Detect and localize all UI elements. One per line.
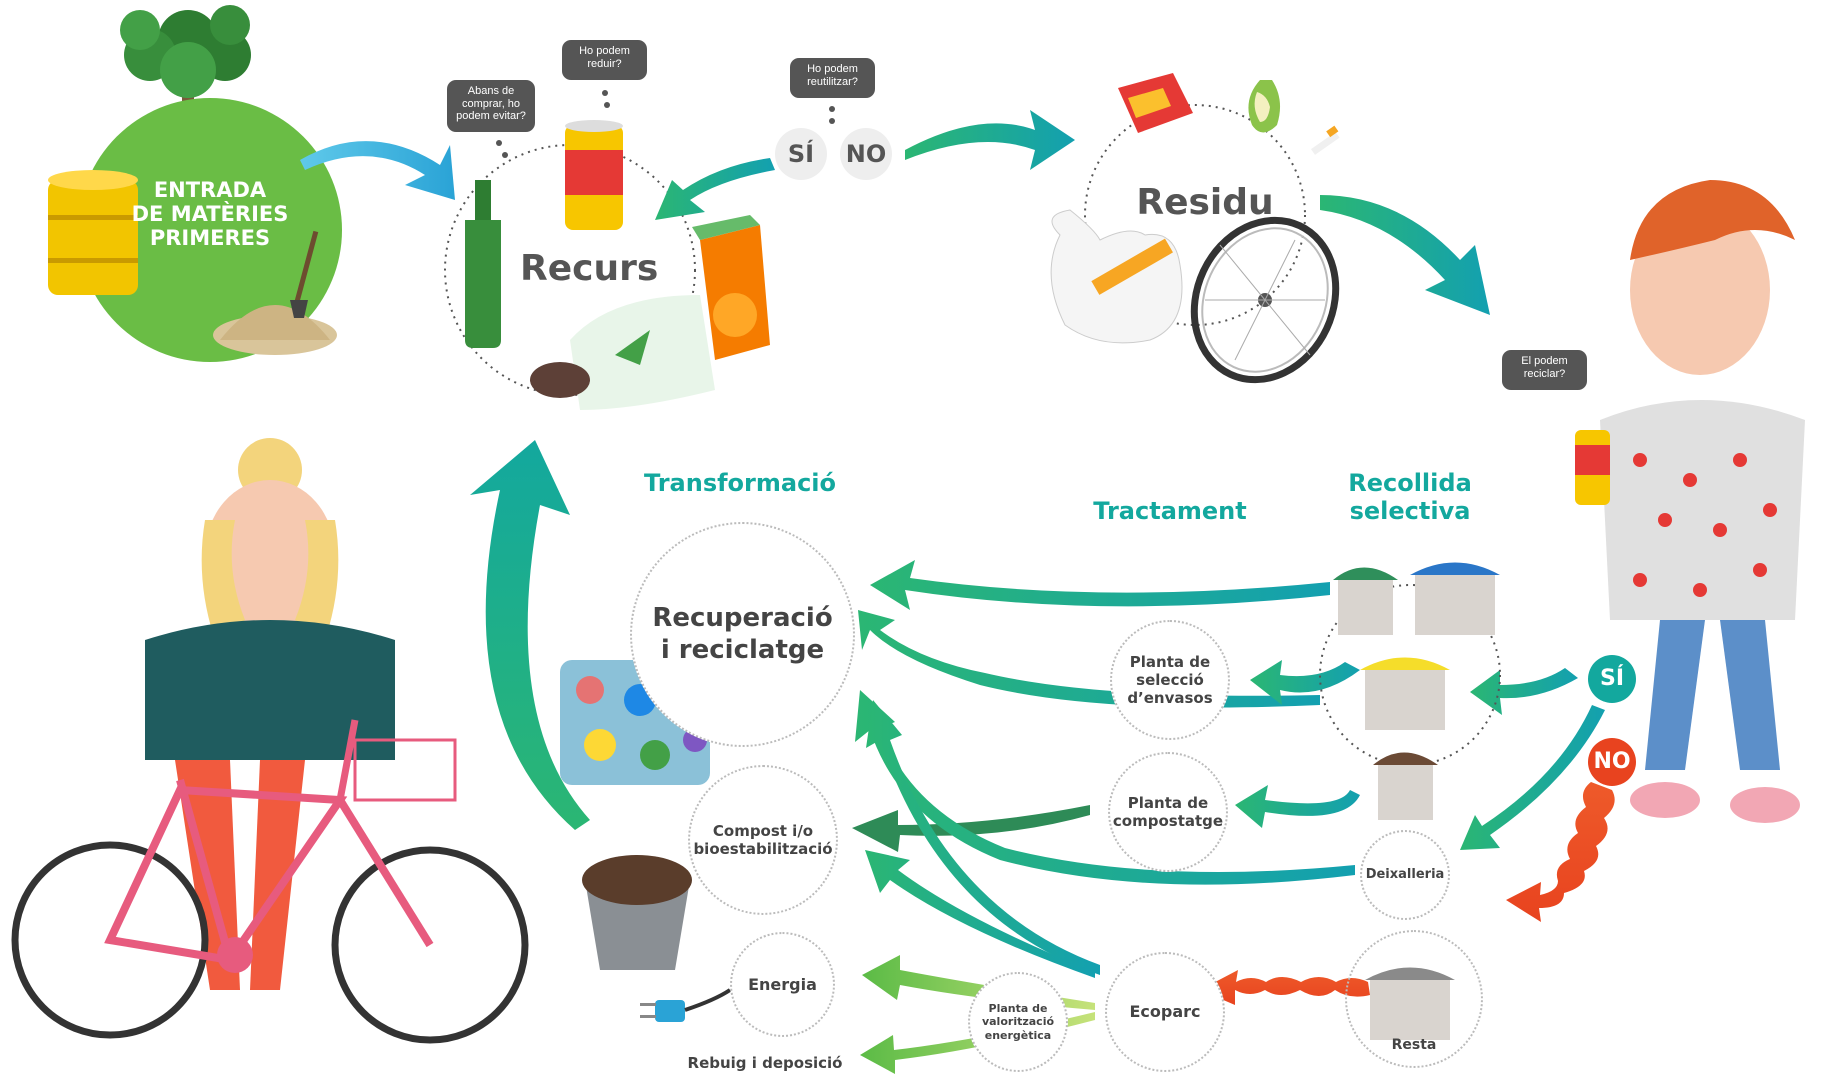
raw-materials-line1: ENTRADA [153, 178, 267, 202]
glass-bottle-icon [465, 180, 501, 348]
compost-pot-icon [582, 855, 692, 970]
node-resta: Resta [1345, 930, 1483, 1068]
node-planta-valoritzacio-line3: energètica [984, 1028, 1052, 1042]
node-planta-compost-line1: Planta de [1127, 794, 1209, 812]
recurs-items [465, 120, 770, 410]
bubble-recycle-line2: reciclar? [1523, 367, 1566, 380]
node-planta-valoritzacio-line1: Planta de [988, 1002, 1048, 1016]
arrow-si-to-deixalleria [1460, 705, 1605, 850]
recurs-title: Recurs [520, 248, 659, 289]
node-ecoparc: Ecoparc [1105, 952, 1225, 1072]
arrow-raw-to-recurs [300, 141, 455, 200]
node-energia: Energia [730, 932, 835, 1037]
raw-materials-line2: DE MATÈRIES [131, 202, 289, 227]
bubble-avoid-line3: podem evitar? [456, 110, 526, 123]
cola-can-icon [565, 120, 623, 230]
node-compost-line2: bioestabilització [693, 840, 833, 858]
bubble-dot [829, 118, 835, 124]
node-planta-envasos-line3: d’envasos [1127, 689, 1213, 707]
section-recollida-line2: selectiva [1349, 496, 1471, 525]
brown-bin-icon [1373, 752, 1438, 820]
arrow-si-to-bins [1470, 668, 1578, 715]
oil-barrel-icon [48, 170, 138, 295]
juice-box-icon [692, 215, 770, 360]
bubble-avoid-line2: comprar, ho [461, 97, 521, 110]
arrow-no-to-residu [905, 110, 1075, 170]
section-recollida-line1: Recollida [1348, 469, 1472, 497]
node-compost-line1: Compost i/o [712, 822, 814, 840]
boy-illustration [1575, 180, 1805, 823]
arrow-resta-to-ecoparc [1200, 970, 1370, 1005]
shovel-sand-icon [213, 230, 337, 355]
raw-materials-label: ENTRADA DE MATÈRIES PRIMERES [130, 178, 290, 250]
arrow-transformacio-to-recurs [470, 440, 590, 830]
crushed-can-icon [1118, 73, 1193, 133]
power-plug-icon [640, 988, 732, 1022]
bubble-avoid-line1: Abans de [467, 85, 515, 97]
bubble-reduce-line1: Ho podem [579, 45, 630, 57]
bubble-dot [496, 140, 502, 146]
node-deixalleria: Deixalleria [1360, 830, 1450, 920]
cigarette-butt-icon [1310, 125, 1340, 155]
section-transformacio: Transformació [643, 469, 837, 497]
arrow-si-to-recurs [655, 158, 775, 220]
node-planta-valoritzacio-line2: valorització [981, 1015, 1055, 1029]
recycle-yes-badge: SÍ [1588, 655, 1636, 703]
recycle-no-badge: NO [1588, 738, 1636, 786]
apple-core-icon [1248, 80, 1281, 133]
arrow-residu-to-person [1320, 195, 1490, 315]
bubble-recycle: El podem reciclar? [1502, 350, 1587, 390]
reuse-no-badge: NO [840, 128, 892, 180]
blue-bin-icon [1410, 562, 1500, 635]
node-planta-envasos-line1: Planta de [1129, 653, 1211, 671]
bubble-dot [829, 106, 835, 112]
bubble-dot [602, 90, 608, 96]
girl-with-bicycle-illustration [11, 438, 529, 1044]
raw-materials-line3: PRIMERES [149, 226, 271, 251]
bubble-reuse: Ho podem reutilitzar? [790, 58, 875, 98]
bubble-dot [502, 152, 508, 158]
raw-materials-circle [78, 98, 342, 362]
bubble-dot [604, 102, 610, 108]
bubble-reuse-line2: reutilitzar? [807, 75, 858, 88]
node-planta-compost-line2: compostatge [1112, 812, 1224, 830]
residu-items [1050, 73, 1340, 384]
bubble-recycle-line1: El podem [1521, 355, 1568, 367]
bicycle-wheel-icon [1190, 216, 1340, 384]
bubble-reuse-line1: Ho podem [807, 63, 858, 75]
residu-title: Residu [1136, 182, 1274, 223]
node-recuperacio-line2: i reciclatge [660, 634, 825, 665]
green-bin-icon [1333, 567, 1398, 635]
arrow-no-to-resta [1506, 782, 1615, 922]
tree-icon [120, 5, 251, 160]
plastic-bag-icon [1050, 209, 1183, 344]
bubble-reduce-line2: reduir? [587, 57, 622, 70]
bubble-reduce: Ho podem reduir? [562, 40, 647, 80]
soil-bag-icon [530, 295, 715, 410]
residu-circle [1084, 104, 1306, 326]
section-recollida: Recollida selectiva [1330, 469, 1490, 525]
raw-materials-group [48, 5, 342, 362]
reuse-yes-badge: SÍ [775, 128, 827, 180]
bubble-avoid: Abans de comprar, ho podem evitar? [447, 80, 535, 132]
node-rebuig: Rebuig i deposició [687, 1054, 843, 1072]
node-planta-envasos-line2: selecció [1136, 671, 1204, 689]
node-recuperacio-line1: Recuperació [652, 603, 833, 634]
yellow-bin-icon [1360, 657, 1450, 730]
section-tractament: Tractament [1093, 497, 1247, 525]
